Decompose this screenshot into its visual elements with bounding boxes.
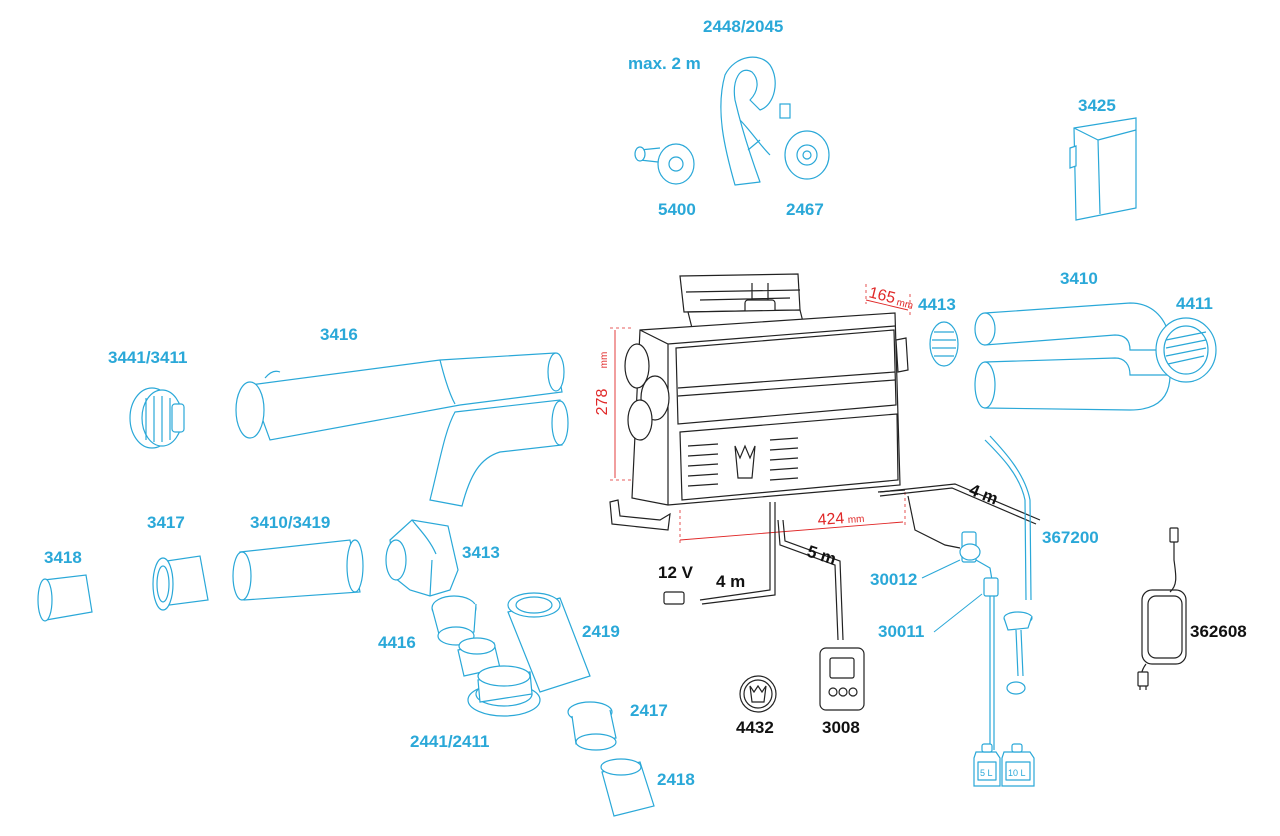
part-3441-vent <box>129 387 185 449</box>
exhaust-assembly <box>634 56 830 186</box>
label-12v: 12 V <box>658 563 694 582</box>
part-3008-controller <box>819 647 865 711</box>
width-dimension-unit: mm <box>847 514 864 526</box>
controller-display-icon <box>829 657 855 679</box>
height-dimension-value: 278 <box>594 389 611 416</box>
label-2467: 2467 <box>786 200 824 219</box>
label-3413: 3413 <box>462 543 500 562</box>
label-30011: 30011 <box>878 622 924 641</box>
width-dimension-value: 424 <box>817 510 845 529</box>
left-duct-3416 <box>235 352 569 507</box>
part-362608-cable <box>1137 527 1187 690</box>
part-3410-3419-duct <box>232 539 364 601</box>
label-2419: 2419 <box>582 622 620 641</box>
heater-port-top-icon <box>624 343 650 389</box>
label-3418: 3418 <box>44 548 82 567</box>
part-30011-filter <box>983 577 999 750</box>
control-cable <box>777 519 844 641</box>
part-2441-deck-vent <box>467 665 541 717</box>
label-5400: 5400 <box>658 200 696 219</box>
label-3416: 3416 <box>320 325 358 344</box>
right-duct-assembly <box>929 302 1217 411</box>
label-2441-2411: 2441/2411 <box>410 732 489 751</box>
part-4432-badge <box>739 675 777 713</box>
label-3441-3411: 3441/3411 <box>108 348 187 367</box>
part-4413-vent <box>929 321 959 367</box>
label-3417: 3417 <box>147 513 185 532</box>
label-3008: 3008 <box>822 718 860 737</box>
depth-dimension-unit: mm <box>895 297 914 312</box>
heater-front-grille <box>679 413 899 501</box>
label-4411: 4411 <box>1176 294 1213 313</box>
fuel-tank-5l <box>973 743 1001 787</box>
fuse-holder-icon <box>663 591 685 605</box>
part-2419-hose <box>507 592 591 693</box>
part-4416-reducer <box>431 595 501 677</box>
dimension-lines <box>610 284 911 545</box>
part-3413-t-piece <box>385 519 459 597</box>
label-control-cable-length: 5 m <box>805 542 839 569</box>
heater-top-bracket <box>679 273 801 313</box>
label-2417: 2417 <box>630 701 668 720</box>
label-fuel-line-length: 4 m <box>967 480 1001 509</box>
label-362608: 362608 <box>1190 622 1247 641</box>
part-3425-cover <box>1069 117 1137 221</box>
part-2417-connector <box>567 701 617 751</box>
label-30012: 30012 <box>870 570 917 589</box>
heater-logo-icon <box>734 444 756 479</box>
tank-10l-label: 10 L <box>1008 768 1026 778</box>
label-3410-3419: 3410/3419 <box>250 513 330 532</box>
power-cable <box>663 502 776 605</box>
label-2418: 2418 <box>657 770 695 789</box>
label-4416: 4416 <box>378 633 416 652</box>
label-3425: 3425 <box>1078 96 1116 115</box>
heater-port-bottom-icon <box>627 399 653 441</box>
label-2448-2045: 2448/2045 <box>703 17 783 36</box>
label-4432: 4432 <box>736 718 774 737</box>
label-max-length: max. 2 m <box>628 54 701 73</box>
label-power-cable-length: 4 m <box>716 572 745 591</box>
height-dimension-unit: mm <box>599 352 610 369</box>
depth-dimension-value: 165 <box>867 284 897 307</box>
heater-unit <box>609 273 909 531</box>
part-3418-sleeve <box>37 574 93 622</box>
label-3410-top: 3410 <box>1060 269 1098 288</box>
heater-right-port <box>895 337 909 373</box>
part-30012-fuel-pump <box>959 531 993 581</box>
tank-5l-label: 5 L <box>980 768 993 778</box>
label-367200: 367200 <box>1042 528 1099 547</box>
part-2418-sleeve <box>600 758 655 817</box>
label-4413: 4413 <box>918 295 956 314</box>
fuel-line <box>879 435 1041 695</box>
exhaust-hose <box>720 56 776 186</box>
fuel-tank-10l <box>1001 743 1035 787</box>
part-3417-connector <box>152 555 209 611</box>
heater-mount-foot <box>609 499 671 531</box>
